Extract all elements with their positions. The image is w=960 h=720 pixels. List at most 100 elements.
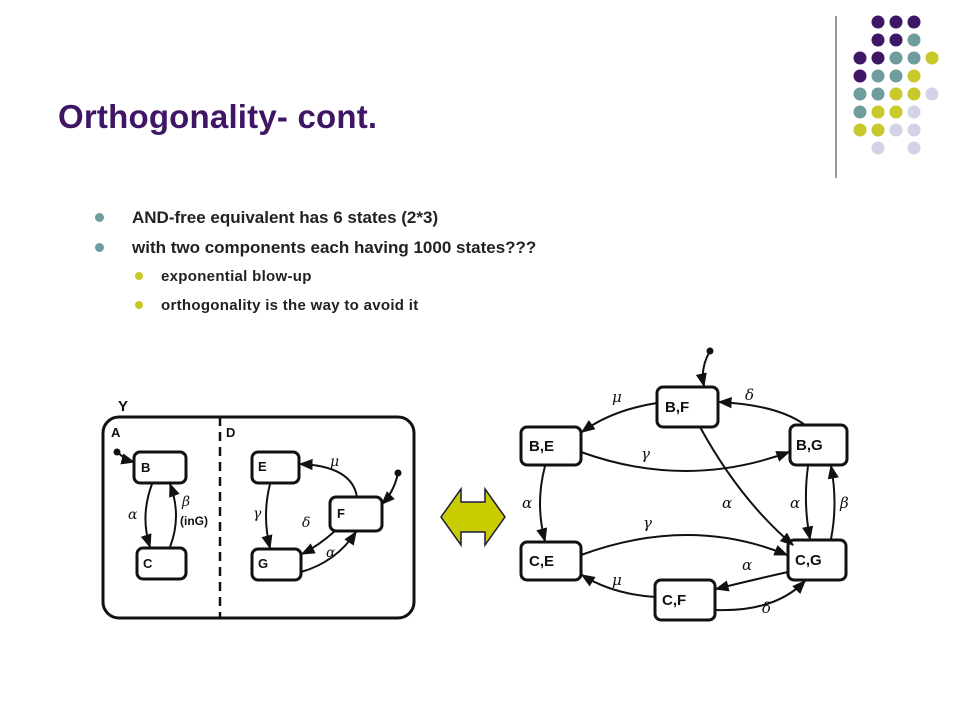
decorative-dot <box>871 15 885 29</box>
transition-arrow <box>802 465 814 541</box>
state-cf <box>653 578 717 622</box>
decorative-dot <box>871 69 885 83</box>
transition-label: β <box>839 494 849 512</box>
transition-arrow <box>580 574 656 598</box>
state-bf-label: B,F <box>665 399 689 416</box>
state-be <box>519 425 583 467</box>
transition-label: γ <box>253 506 262 522</box>
decorative-dot <box>925 87 939 101</box>
transition-arrow <box>715 579 806 612</box>
state-cg <box>786 538 848 582</box>
transition-arrow <box>169 482 180 548</box>
transition-label: δ <box>762 599 771 617</box>
decorative-dot <box>871 87 885 101</box>
decorative-dot <box>871 51 885 65</box>
decorative-dot <box>925 51 939 65</box>
state-c <box>135 546 188 581</box>
transition-arrow <box>381 472 399 505</box>
transition-arrow <box>580 534 789 556</box>
decorative-dot <box>871 33 885 47</box>
decorative-dot <box>889 123 903 137</box>
decorative-dot <box>907 69 921 83</box>
transition-arrow <box>714 571 789 592</box>
bullet-item: AND-free equivalent has 6 states (2*3) <box>95 205 536 235</box>
transition-arrow <box>695 350 711 388</box>
decorative-dot <box>871 141 885 155</box>
decorative-dot <box>889 69 903 83</box>
transition-arrow <box>298 458 358 498</box>
transition-label: μ <box>330 454 339 470</box>
transition-arrow <box>300 530 357 573</box>
transition-arrow <box>300 530 336 555</box>
transition-arrow <box>717 397 806 426</box>
transition-label: δ <box>745 386 754 404</box>
decorative-dot <box>889 87 903 101</box>
decorative-dot <box>889 33 903 47</box>
decorative-dot-grid <box>835 15 939 178</box>
label-region-a: A <box>111 425 121 440</box>
decorative-dot <box>907 87 921 101</box>
decorative-dot <box>907 105 921 119</box>
left-statechart <box>101 415 416 620</box>
decorative-dot <box>907 51 921 65</box>
slide-title: Orthogonality- cont. <box>58 98 378 135</box>
decorative-dot <box>853 123 867 137</box>
bullet-item: with two components each having 1000 sta… <box>95 235 536 265</box>
decorative-dot <box>889 15 903 29</box>
transition-arrow <box>261 483 273 550</box>
state-cf-label: C,F <box>662 592 686 609</box>
transition-label: γ <box>643 514 652 532</box>
transition-arrow <box>140 483 153 549</box>
state-cg-label: C,G <box>795 552 822 569</box>
sub-bullet-item: exponential blow-up <box>95 265 536 294</box>
bullet-list: AND-free equivalent has 6 states (2*3) w… <box>95 205 536 323</box>
transition-label: α <box>790 494 800 512</box>
state-b-label: B <box>141 460 150 475</box>
transition-label: α <box>742 556 752 574</box>
label-region-d: D <box>226 425 235 440</box>
transition-label: α <box>128 507 138 523</box>
transition-arrow <box>580 402 658 433</box>
transition-label: δ <box>302 515 310 531</box>
decorative-dot <box>907 123 921 137</box>
transition-label: μ <box>612 388 622 406</box>
transition-arrow <box>580 451 791 472</box>
transition-label: γ <box>641 445 650 463</box>
decorative-dot <box>889 51 903 65</box>
state-ce <box>519 540 583 582</box>
transition-label: α <box>722 494 732 512</box>
decorative-dot <box>853 87 867 101</box>
decorative-dot <box>889 105 903 119</box>
decorative-dot <box>871 123 885 137</box>
right-statechart <box>519 347 849 622</box>
state-g-label: G <box>258 556 268 571</box>
state-b <box>132 450 188 485</box>
transition-label: β <box>181 494 190 510</box>
left-statechart-labels: Y A D B C E F G α β (inG) μ γ δ α <box>111 398 345 571</box>
decorative-dot <box>853 69 867 83</box>
transition-label: μ <box>612 571 622 589</box>
state-e-label: E <box>258 459 267 474</box>
transition-label: (inG) <box>180 514 208 528</box>
state-f-label: F <box>337 506 345 521</box>
transition-label: α <box>326 545 336 561</box>
decorative-dot <box>871 105 885 119</box>
label-y: Y <box>118 398 128 415</box>
decorative-dot <box>853 51 867 65</box>
transition-label: α <box>522 494 532 512</box>
double-arrow-icon <box>440 486 506 548</box>
state-bg <box>788 423 849 467</box>
state-bg-label: B,G <box>796 437 823 454</box>
state-ce-label: C,E <box>529 553 554 570</box>
decorative-dot <box>853 105 867 119</box>
state-c-label: C <box>143 556 153 571</box>
sub-bullet-item: orthogonality is the way to avoid it <box>95 294 536 323</box>
right-statechart-labels: B,F B,E B,G C,E C,G C,F μ δ γ α α α β γ … <box>522 386 849 617</box>
decorative-dot <box>907 15 921 29</box>
decorative-dot <box>907 141 921 155</box>
outer-state-y <box>101 415 416 620</box>
state-be-label: B,E <box>529 438 554 455</box>
transition-arrow <box>116 451 136 465</box>
state-g <box>250 547 303 582</box>
